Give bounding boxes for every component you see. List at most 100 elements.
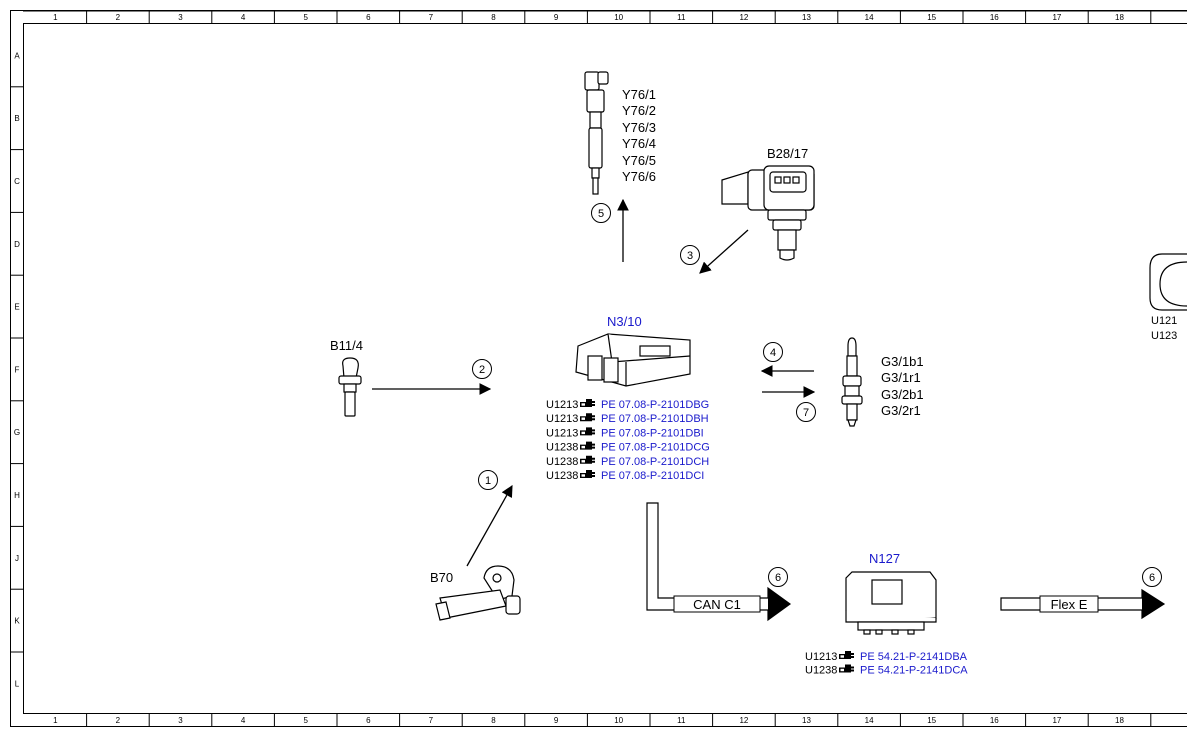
injector-label-1: Y76/1 bbox=[622, 87, 656, 102]
grid-col-top-15: 15 bbox=[927, 13, 936, 22]
flex-bus-label: Flex E bbox=[1051, 597, 1088, 612]
pointing-hand-icon bbox=[580, 470, 595, 478]
svg-text:5: 5 bbox=[598, 208, 604, 220]
pointing-hand-icon bbox=[839, 664, 854, 673]
grid-col-top-7: 7 bbox=[429, 13, 434, 22]
ecu-ref-code: U1213 bbox=[546, 413, 578, 425]
grid-col-bottom-17: 17 bbox=[1052, 716, 1061, 725]
ecu-ref-code: U1238 bbox=[546, 456, 578, 468]
pointing-hand-icon bbox=[580, 441, 595, 450]
ecu-ref-code: U1213 bbox=[546, 427, 578, 439]
svg-text:3: 3 bbox=[687, 250, 693, 262]
ecu-ref-row-3: U1213 PE 07.08-P-2101DBI bbox=[546, 427, 704, 439]
ecu-ref-link[interactable]: PE 07.08-P-2101DCH bbox=[601, 456, 709, 468]
grid-col-top-2: 2 bbox=[116, 13, 121, 22]
svg-text:7: 7 bbox=[803, 407, 809, 419]
injector-label-4: Y76/4 bbox=[622, 136, 656, 151]
crank-sensor-label: B70 bbox=[430, 570, 453, 585]
ecu-icon bbox=[575, 333, 691, 387]
step-marker-3: 3 bbox=[680, 245, 700, 265]
grid-col-top-9: 9 bbox=[554, 13, 559, 22]
injector-label-5: Y76/5 bbox=[622, 153, 656, 168]
step-marker-5: 5 bbox=[591, 203, 611, 223]
gateway-label[interactable]: N127 bbox=[869, 551, 900, 566]
partial-label-2: U123 bbox=[1151, 330, 1177, 342]
pointing-hand-icon bbox=[580, 455, 595, 464]
grid-col-bottom-12: 12 bbox=[739, 716, 748, 725]
grid-col-bottom-8: 8 bbox=[491, 716, 496, 725]
injector-labels: Y76/1 Y76/2 Y76/3 Y76/4 Y76/5 Y76/6 bbox=[622, 87, 656, 184]
grid-col-top-11: 11 bbox=[677, 13, 686, 22]
grid-row-J: J bbox=[15, 554, 19, 563]
o2-sensor-labels: G3/1b1 G3/1r1 G3/2b1 G3/2r1 bbox=[881, 354, 924, 418]
grid-col-top-12: 12 bbox=[739, 13, 748, 22]
o2-sensor-label-1: G3/1b1 bbox=[881, 354, 924, 369]
grid-col-bottom-10: 10 bbox=[614, 716, 623, 725]
grid-row-K: K bbox=[14, 617, 20, 626]
gateway-ref-link[interactable]: PE 54.21-P-2141DBA bbox=[860, 651, 968, 663]
grid-col-top-13: 13 bbox=[802, 13, 811, 22]
ecu-ref-row-4: U1238 PE 07.08-P-2101DCG bbox=[546, 441, 710, 454]
ecu-label[interactable]: N3/10 bbox=[607, 314, 642, 329]
ecu-ref-link[interactable]: PE 07.08-P-2101DCI bbox=[601, 470, 704, 482]
ecu-ref-row-6: U1238 PE 07.08-P-2101DCI bbox=[546, 470, 704, 482]
grid-col-top-1: 1 bbox=[53, 13, 58, 22]
pointing-hand-icon bbox=[580, 399, 595, 407]
partial-component-icon bbox=[1149, 253, 1187, 311]
o2-sensor-label-4: G3/2r1 bbox=[881, 403, 921, 418]
partial-label-1: U121 bbox=[1151, 315, 1177, 327]
gateway-ref-code: U1238 bbox=[805, 665, 837, 677]
pointing-hand-icon bbox=[580, 427, 595, 436]
o2-sensor-icon bbox=[841, 337, 863, 427]
grid-col-top-18: 18 bbox=[1115, 13, 1124, 22]
grid-col-bottom-11: 11 bbox=[677, 716, 686, 725]
grid-col-bottom-9: 9 bbox=[554, 716, 559, 725]
step-marker-7: 7 bbox=[796, 402, 816, 422]
grid-row-D: D bbox=[14, 240, 20, 249]
ecu-ref-row-2: U1213 PE 07.08-P-2101DBH bbox=[546, 413, 709, 425]
grid-row-C: C bbox=[14, 177, 20, 186]
grid-col-top-6: 6 bbox=[366, 13, 371, 22]
o2-sensor-label-2: G3/1r1 bbox=[881, 370, 921, 385]
ecu-ref-link[interactable]: PE 07.08-P-2101DBI bbox=[601, 427, 704, 439]
grid-row-L: L bbox=[15, 679, 20, 688]
step-marker-6b: 6 bbox=[1142, 567, 1162, 587]
grid-row-E: E bbox=[14, 303, 19, 312]
pointing-hand-icon bbox=[839, 651, 854, 659]
grid-col-bottom-3: 3 bbox=[178, 716, 183, 725]
ecu-ref-code: U1238 bbox=[546, 470, 578, 482]
ecu-ref-row-5: U1238 PE 07.08-P-2101DCH bbox=[546, 455, 709, 468]
gateway-icon bbox=[845, 571, 937, 635]
crank-sensor-icon bbox=[435, 565, 521, 621]
grid-row-F: F bbox=[15, 365, 20, 374]
ecu-reference-list: U1213 PE 07.08-P-2101DBG U1213 PE 07.08-P-2… bbox=[546, 399, 710, 482]
grid-col-top-10: 10 bbox=[614, 13, 623, 22]
ecu-ref-link[interactable]: PE 07.08-P-2101DCG bbox=[601, 442, 710, 454]
grid-col-bottom-7: 7 bbox=[429, 716, 434, 725]
ecu-ref-link[interactable]: PE 07.08-P-2101DBH bbox=[601, 413, 709, 425]
injector-icon bbox=[584, 71, 609, 195]
pressure-sensor-label: B28/17 bbox=[767, 146, 808, 161]
can-bus-line bbox=[646, 502, 792, 622]
grid-col-bottom-1: 1 bbox=[53, 716, 58, 725]
pressure-sensor-icon bbox=[721, 165, 815, 261]
grid-col-top-5: 5 bbox=[303, 13, 308, 22]
grid-row-A: A bbox=[14, 51, 20, 60]
ecu-ref-link[interactable]: PE 07.08-P-2101DBG bbox=[601, 399, 709, 411]
o2-sensor-label-3: G3/2b1 bbox=[881, 387, 924, 402]
flex-bus-line bbox=[1000, 588, 1166, 620]
grid-col-bottom-18: 18 bbox=[1115, 716, 1124, 725]
grid-col-top-14: 14 bbox=[865, 13, 874, 22]
pointing-hand-icon bbox=[580, 413, 595, 422]
ecu-ref-code: U1238 bbox=[546, 442, 578, 454]
drawing-frame bbox=[10, 10, 1187, 727]
arrow-from-crank-sensor bbox=[466, 484, 513, 567]
gateway-ref-link[interactable]: PE 54.21-P-2141DCA bbox=[860, 665, 968, 677]
svg-text:6: 6 bbox=[1149, 572, 1155, 584]
grid-row-B: B bbox=[14, 114, 19, 123]
